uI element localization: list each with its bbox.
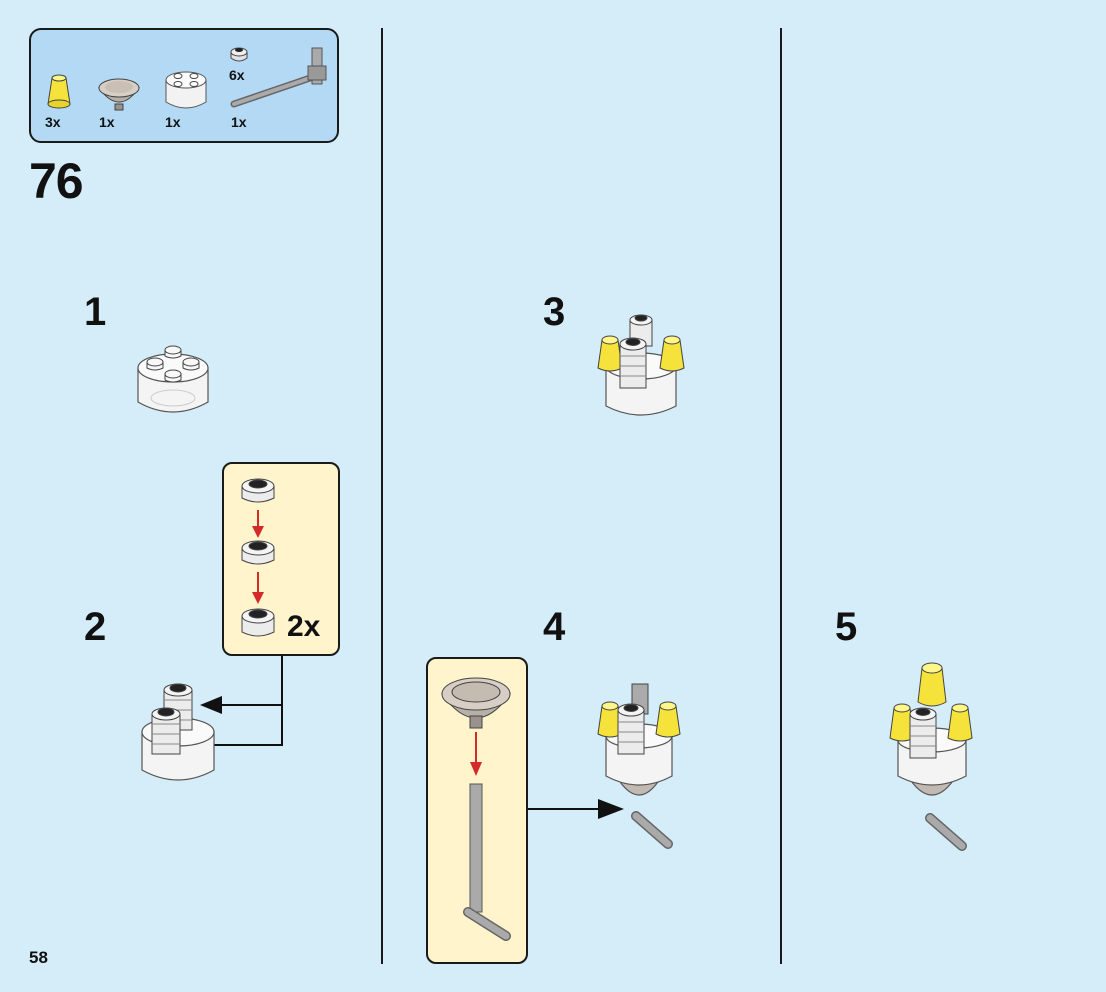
step5-assembly-icon: [889, 662, 973, 851]
callout-dish-and-bar-icon: [441, 677, 511, 941]
step3-assembly-icon: [597, 314, 685, 416]
part-qty-cone: 3x: [45, 114, 61, 130]
substep-number-4: 4: [543, 605, 566, 649]
column-divider-left: [381, 28, 383, 964]
part-qty-dish: 1x: [99, 114, 115, 130]
part-qty-round-brick: 1x: [165, 114, 181, 130]
callout-plate-stack-icon: [241, 478, 275, 637]
step4-assembly-icon: [597, 683, 681, 849]
callout-multiplier: 2x: [287, 610, 321, 643]
column-divider-right: [780, 28, 782, 964]
dish-icon: [98, 78, 140, 111]
round-plate-icon: [230, 47, 248, 62]
part-qty-round-plate: 6x: [229, 67, 245, 83]
step2-brick-with-stacks-icon: [141, 683, 215, 781]
part-qty-bar: 1x: [231, 114, 247, 130]
substep-number-1: 1: [84, 290, 107, 334]
page-number: 58: [29, 948, 48, 967]
main-step-number: 76: [29, 153, 84, 209]
step1-round-brick-icon: [137, 345, 209, 413]
substep-number-3: 3: [543, 290, 566, 334]
bar-connector-icon: [230, 47, 327, 108]
substep-number-5: 5: [835, 605, 858, 649]
yellow-cone-icon: [47, 74, 71, 109]
substep-number-2: 2: [84, 605, 107, 649]
round-brick-icon: [165, 71, 207, 109]
